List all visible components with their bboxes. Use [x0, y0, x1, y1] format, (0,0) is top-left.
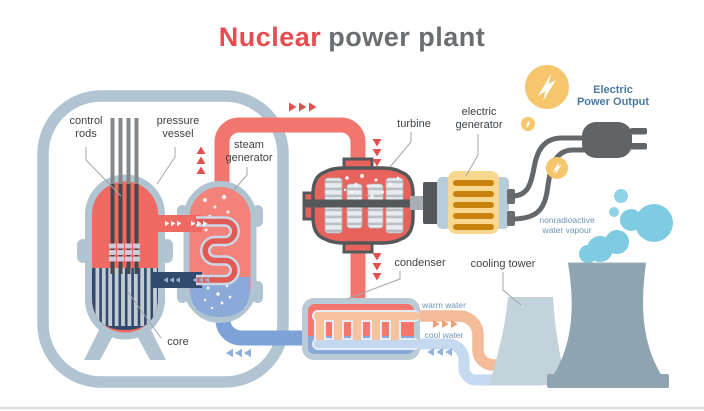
warm-water-pipe [417, 310, 505, 371]
control-rod-clusters [109, 243, 140, 262]
label-turbine: turbine [397, 118, 431, 130]
title-highlight: Nuclear [218, 22, 322, 52]
lightning-icon-medium [546, 157, 568, 179]
label-electric-generator: electric generator [455, 106, 503, 131]
label-water-vapour: nonradioactive water vapour [539, 215, 595, 235]
label-steam-generator: steam generator [225, 139, 273, 164]
label-warm-water: warm water [422, 300, 466, 310]
condenser [302, 298, 420, 360]
bottom-border [0, 407, 704, 409]
cooling-tower-large [547, 262, 669, 388]
steam-bubbles [201, 194, 233, 310]
turbine-shaft [304, 199, 440, 208]
label-condenser: condenser [394, 257, 446, 269]
power-plug-icon [582, 122, 647, 158]
cool-water-pipe [417, 338, 542, 386]
label-core: core [167, 336, 189, 348]
lightning-icon-small [521, 117, 535, 131]
steam-pipe [214, 117, 366, 305]
label-pressure-vessel: pressure vessel [156, 115, 200, 140]
turbine [302, 157, 440, 254]
power-wires [509, 135, 587, 222]
control-rods [109, 118, 140, 274]
leader-lines [85, 132, 522, 339]
condenser-tube [314, 312, 420, 348]
label-cooling-tower: cooling tower [470, 258, 536, 270]
reactor-core [92, 268, 158, 330]
steam-generator [177, 181, 263, 323]
title-rest: power plant [328, 22, 486, 52]
turbine-to-condenser-pipe [350, 238, 366, 305]
turbine-steam-dots [343, 174, 400, 200]
label-cool-water: cool water [424, 330, 464, 340]
label-electric-power-output: Electric Power Output [576, 84, 650, 108]
lightning-icon [525, 65, 569, 109]
water-vapour-clouds [579, 189, 673, 263]
heat-exchanger-coil [196, 216, 240, 286]
generator-coil-bars [453, 180, 494, 230]
label-control-rods: control rods [69, 115, 103, 140]
electric-generator [410, 171, 515, 234]
cooling-tower-small [489, 297, 567, 385]
